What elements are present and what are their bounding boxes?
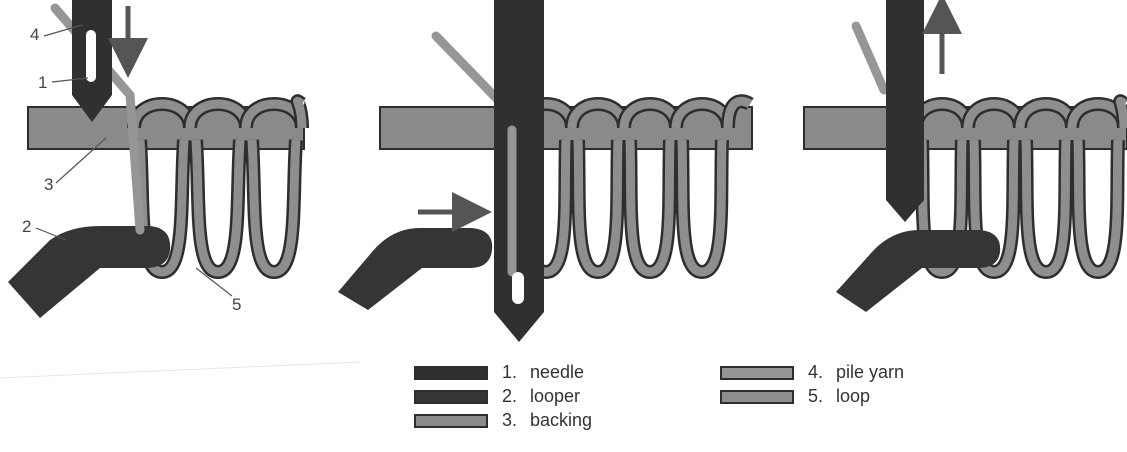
legend-item-loop: 5. loop <box>720 386 870 407</box>
needle-eye <box>512 272 524 304</box>
legend-swatch-looper <box>414 389 488 404</box>
legend-swatch-needle <box>414 365 488 380</box>
scan-artifact-line <box>0 361 361 379</box>
needle <box>494 0 544 342</box>
callout-1: 1 <box>38 73 47 92</box>
legend-number: 4. <box>808 362 824 382</box>
pile-yarn <box>851 21 889 95</box>
pile-loop <box>625 139 675 277</box>
pile-loop <box>1021 139 1071 277</box>
legend-number: 2. <box>502 386 518 406</box>
callout-4: 4 <box>30 25 39 44</box>
legend-label: looper <box>530 386 581 406</box>
pile-loop <box>191 139 245 277</box>
loops-group <box>909 94 1127 280</box>
legend-number: 1. <box>502 362 518 382</box>
panel-3 <box>803 0 1127 312</box>
pile-loop <box>573 139 623 277</box>
callout-2: 2 <box>22 217 31 236</box>
pile-loop <box>1073 139 1123 277</box>
needle-eye <box>86 30 96 82</box>
yarn-tail <box>293 96 307 129</box>
legend-item-needle: 1. needle <box>414 362 584 383</box>
legend-label: backing <box>530 410 593 430</box>
legend-swatch-backing <box>414 413 488 428</box>
legend-swatch-pile-yarn <box>720 365 794 380</box>
yarn-tail <box>1115 96 1127 129</box>
legend-label: loop <box>836 386 871 406</box>
pile-yarn <box>431 31 505 107</box>
looper <box>8 226 171 318</box>
pile-loop <box>969 139 1019 277</box>
pile-loop <box>677 139 727 277</box>
panel-2 <box>338 0 754 342</box>
panel-1: 4 1 3 2 5 <box>8 0 309 318</box>
legend-label: pile yarn <box>836 362 905 382</box>
looper <box>338 228 493 310</box>
legend-item-looper: 2. looper <box>414 386 580 407</box>
legend-item-backing: 3. backing <box>414 410 592 431</box>
pile-loop <box>247 139 301 277</box>
legend-item-pile-yarn: 4. pile yarn <box>720 362 904 383</box>
legend-label: needle <box>530 362 585 382</box>
legend-number: 5. <box>808 386 824 406</box>
callout-3: 3 <box>44 175 53 194</box>
looper <box>836 230 1001 312</box>
callout-5: 5 <box>232 295 241 314</box>
needle <box>886 0 924 222</box>
yarn-tail <box>723 96 753 129</box>
legend-number: 3. <box>502 410 518 430</box>
legend-swatch-loop <box>720 389 794 404</box>
